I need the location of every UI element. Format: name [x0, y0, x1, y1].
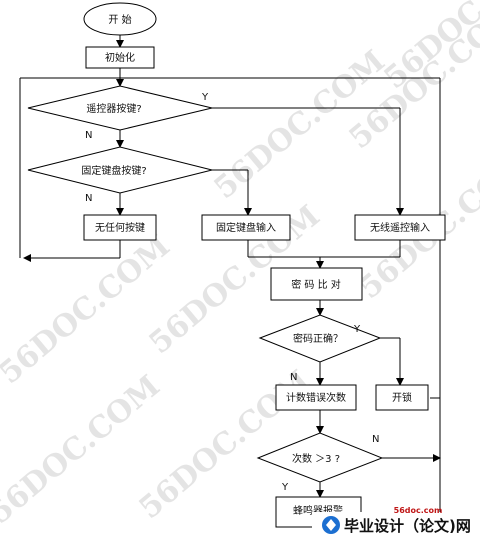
count-yes-label: Y — [281, 482, 289, 493]
count-errors-label: 计数错误次数 — [286, 391, 346, 404]
decision-correct-label: 密码正确？ — [293, 332, 343, 345]
unlock-box — [375, 384, 429, 411]
decision-remote-label: 遥控器按键? — [86, 102, 141, 115]
remote-yes-label: Y — [201, 92, 209, 103]
fixed-input-label: 固定键盘输入 — [216, 221, 276, 234]
decision-count — [256, 432, 384, 483]
branch-labels: Y N N Y N N Y — [85, 92, 379, 493]
site-branding: 56doc.com 毕业设计（论文)网 — [312, 506, 480, 540]
no-key-box — [83, 214, 157, 241]
fixed-input-box — [201, 214, 291, 241]
correct-yes-label: Y — [353, 324, 361, 335]
branding-name: 毕业设计（论文)网 — [344, 517, 471, 535]
flowchart-shapes — [27, 2, 446, 528]
count-no-label: N — [372, 434, 379, 445]
decision-fixed — [27, 146, 213, 194]
flowchart-labels: 开 始 初始化 遥控器按键? 固定键盘按键? 无任何按键 固定键盘输入 无线遥控… — [81, 13, 430, 517]
decision-correct — [258, 314, 382, 363]
start-label: 开 始 — [108, 13, 131, 26]
correct-no-label: N — [290, 372, 297, 383]
start-terminal — [83, 2, 157, 36]
count-errors-box — [275, 384, 357, 411]
branding-background — [312, 512, 480, 540]
no-key-label: 无任何按键 — [95, 221, 145, 234]
decision-fixed-label: 固定键盘按键? — [81, 164, 146, 177]
branding-logo-mark — [326, 519, 336, 531]
remote-input-label: 无线遥控输入 — [370, 221, 430, 234]
compare-box — [270, 267, 363, 301]
decision-count-label: 次数 ＞3 ? — [292, 452, 340, 465]
connector-lines — [19, 35, 441, 540]
remote-no-label: N — [85, 130, 92, 141]
watermark-text: 56DOC.COM — [0, 229, 177, 391]
fixed-no-label: N — [85, 193, 92, 204]
remote-input-box — [354, 214, 446, 241]
init-box — [85, 46, 155, 69]
unlock-label: 开锁 — [392, 391, 412, 404]
decision-remote — [27, 85, 213, 131]
compare-label: 密 码 比 对 — [291, 278, 341, 291]
branding-site: 56doc.com — [394, 506, 443, 515]
init-label: 初始化 — [105, 51, 135, 64]
